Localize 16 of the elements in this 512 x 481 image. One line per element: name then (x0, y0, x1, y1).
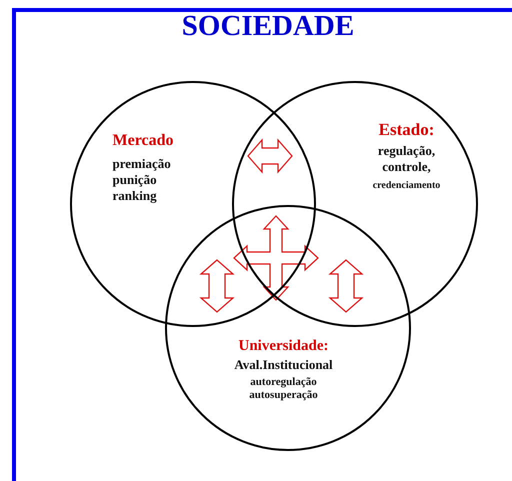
venn-circle (70, 81, 316, 327)
circle-text: credenciamento (372, 180, 442, 192)
venn-circle (232, 81, 478, 327)
circle-heading: Universidade: (238, 336, 330, 356)
circle-heading: Estado: (378, 118, 436, 140)
double-arrow (199, 259, 235, 313)
circle-heading: Mercado (112, 130, 175, 150)
venn-circle (165, 205, 411, 451)
circle-text: Aval.Institucional (233, 356, 334, 373)
double-arrow (247, 138, 293, 174)
circle-text: autoregulação autosuperação (248, 376, 319, 403)
frame-heading: SOCIEDADE (180, 9, 356, 44)
circle-text: premiação punição ranking (112, 156, 172, 204)
circle-text: regulação, controle, (376, 142, 436, 175)
society-frame (12, 8, 512, 481)
double-arrow (328, 259, 364, 313)
